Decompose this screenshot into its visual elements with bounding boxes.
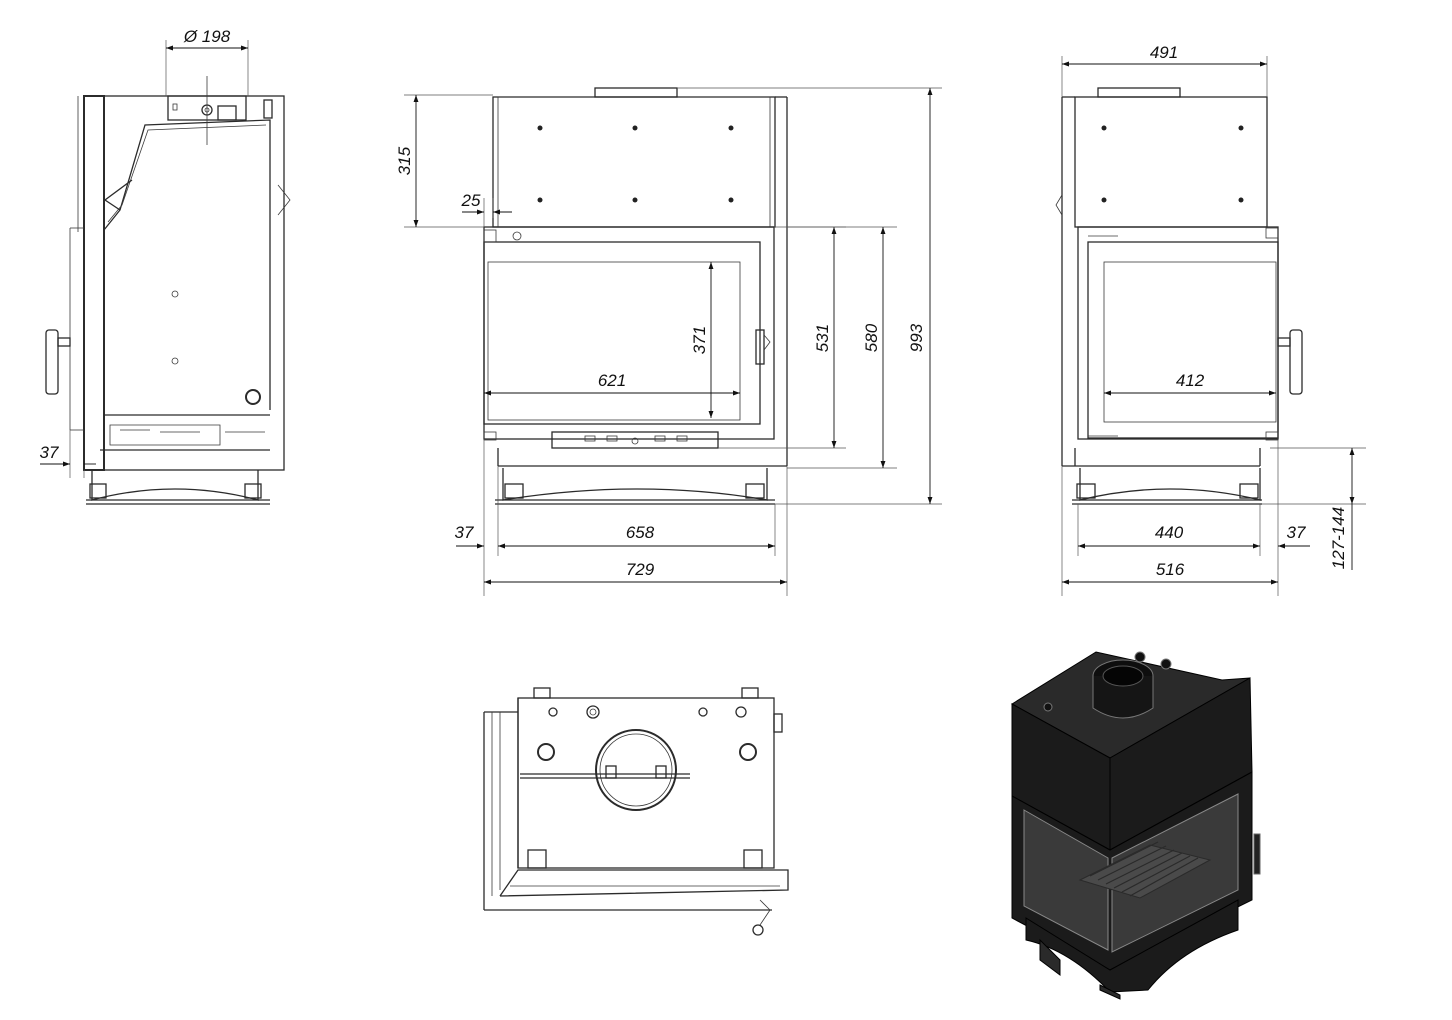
- dim-right-base-width: 440: [1155, 523, 1184, 542]
- right-side-view: 491 412 440 37 516 127-144: [1055, 43, 1366, 596]
- dim-glass-width: 621: [598, 371, 626, 390]
- dim-side-offset: 37: [40, 443, 59, 462]
- top-view: [483, 687, 789, 936]
- dim-flue-diameter: Ø 198: [183, 27, 231, 46]
- dim-base-width: 658: [626, 523, 655, 542]
- dim-right-total-width: 516: [1156, 560, 1185, 579]
- dim-top-height: 315: [395, 146, 414, 175]
- dim-front-total-width: 729: [626, 560, 655, 579]
- side-view: Ø 198 37: [40, 27, 291, 505]
- dim-front-left-offset: 37: [455, 523, 474, 542]
- dim-glass-height: 371: [690, 326, 709, 354]
- dim-total-height: 993: [907, 323, 926, 352]
- dim-right-offset: 37: [1287, 523, 1306, 542]
- isometric-view: [1011, 651, 1261, 1000]
- dim-frame-offset: 25: [461, 191, 481, 210]
- dim-opening-height: 531: [813, 324, 832, 352]
- front-view: 315 25 371 621 531 580 993 37: [395, 87, 942, 596]
- dim-door-height: 580: [862, 323, 881, 352]
- dim-right-top-width: 491: [1150, 43, 1178, 62]
- dim-leg-range: 127-144: [1329, 507, 1348, 569]
- dim-right-glass-width: 412: [1176, 371, 1205, 390]
